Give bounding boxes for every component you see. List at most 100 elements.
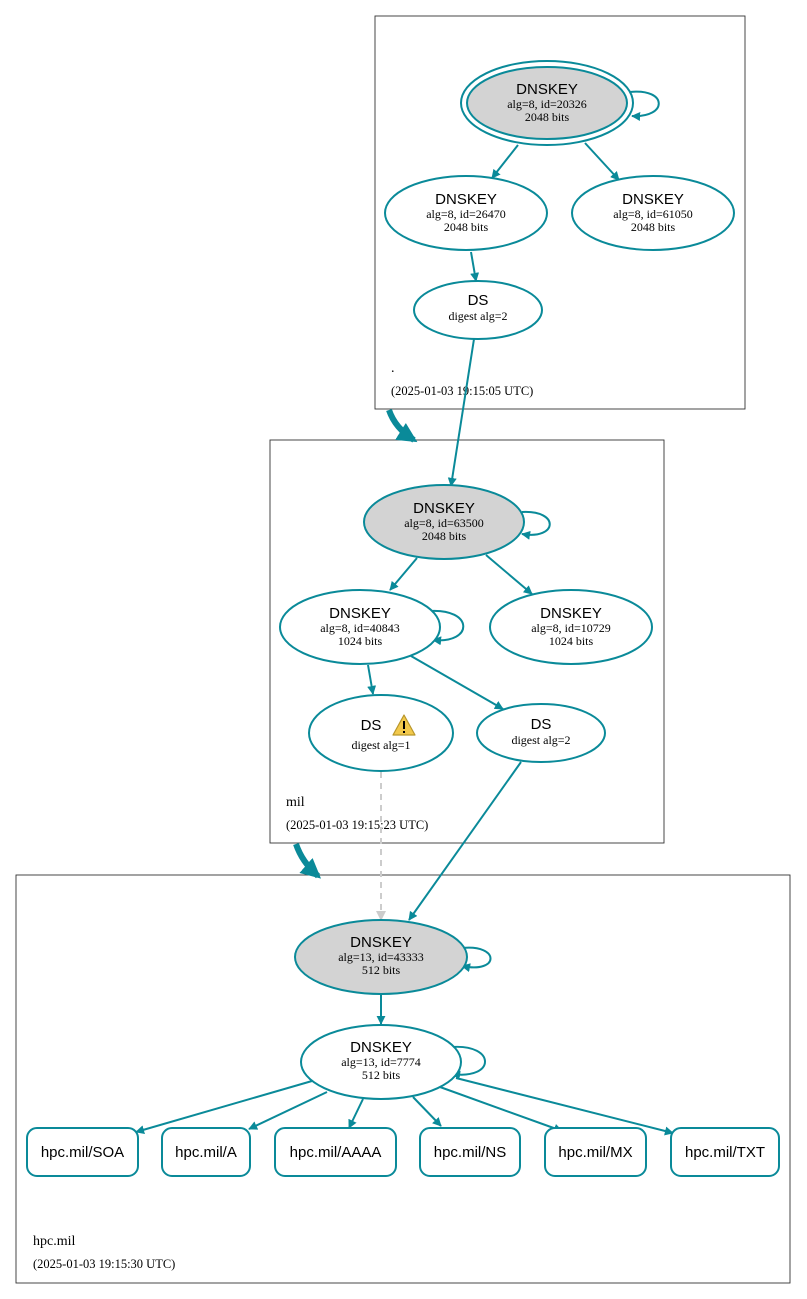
- mil-zsk1-line1: alg=8, id=40843: [320, 621, 400, 635]
- record-ns-label: hpc.mil/NS: [434, 1144, 507, 1161]
- edge-mil-ds2-hpc-ksk: [408, 761, 522, 921]
- edge-hpc-zsk-mx: [439, 1086, 563, 1133]
- record-a-label: hpc.mil/A: [175, 1144, 237, 1161]
- mil-ksk-title: DNSKEY: [413, 500, 475, 517]
- hpc-zsk-ellipse: [300, 1024, 462, 1100]
- edge-hpc-zsk-aaaa: [348, 1098, 364, 1129]
- root-zsk2-node[interactable]: DNSKEY alg=8, id=61050 2048 bits: [571, 175, 735, 251]
- root-ksk-node[interactable]: DNSKEY alg=8, id=20326 2048 bits: [460, 60, 634, 146]
- mil-ksk-ellipse: [363, 484, 525, 560]
- hpc-zsk-title: DNSKEY: [350, 1039, 412, 1056]
- mil-zsk2-title: DNSKEY: [540, 605, 602, 622]
- mil-zsk2-node[interactable]: DNSKEY alg=8, id=10729 1024 bits: [489, 589, 653, 665]
- zone-hpc-timestamp: (2025-01-03 19:15:30 UTC): [33, 1257, 175, 1271]
- root-ksk-outer-ring: [460, 60, 634, 146]
- mil-ds2-ellipse: [476, 703, 606, 763]
- root-ksk-line2: 2048 bits: [525, 110, 570, 124]
- record-mx-label: hpc.mil/MX: [558, 1144, 632, 1161]
- edge-root-zsk1-ds: [470, 251, 480, 282]
- edge-mil-zsk1-ds1: [367, 664, 377, 695]
- hpc-ksk-node[interactable]: DNSKEY alg=13, id=43333 512 bits: [294, 919, 468, 995]
- hpc-zsk-line1: alg=13, id=7774: [341, 1055, 421, 1069]
- record-a-box: [161, 1127, 251, 1177]
- record-soa-label: hpc.mil/SOA: [41, 1144, 124, 1161]
- zone-root-timestamp: (2025-01-03 19:15:05 UTC): [391, 384, 533, 398]
- hpc-zsk-line2: 512 bits: [362, 1068, 401, 1082]
- zone-root: . (2025-01-03 19:15:05 UTC): [374, 15, 746, 410]
- root-ds-node[interactable]: DS digest alg=2: [413, 280, 543, 340]
- mil-ds2-node[interactable]: DS digest alg=2: [476, 703, 606, 763]
- edge-hpc-zsk-soa: [135, 1080, 313, 1135]
- zone-mil-timestamp: (2025-01-03 19:15:23 UTC): [286, 818, 428, 832]
- mil-zsk1-line2: 1024 bits: [338, 634, 383, 648]
- zone-mil-name: mil: [286, 795, 305, 810]
- zone-root-box: [374, 15, 746, 410]
- record-soa[interactable]: hpc.mil/SOA: [26, 1127, 139, 1177]
- mil-ds2-line1: digest alg=2: [511, 733, 570, 747]
- root-zsk1-node[interactable]: DNSKEY alg=8, id=26470 2048 bits: [384, 175, 548, 251]
- mil-zsk2-line2: 1024 bits: [549, 634, 594, 648]
- mil-zsk1-node[interactable]: DNSKEY alg=8, id=40843 1024 bits: [279, 589, 441, 665]
- mil-ds1-title: DS: [361, 717, 382, 734]
- record-txt[interactable]: hpc.mil/TXT: [670, 1127, 780, 1177]
- record-txt-label: hpc.mil/TXT: [685, 1144, 765, 1161]
- record-soa-box: [26, 1127, 139, 1177]
- edge-mil-zsk1-self: [428, 609, 465, 646]
- warning-icon: [392, 714, 416, 736]
- edge-hpc-zsk-txt: [455, 1077, 674, 1136]
- record-aaaa-label: hpc.mil/AAAA: [290, 1144, 382, 1161]
- edge-mil-zsk1-ds2: [410, 655, 504, 710]
- record-aaaa[interactable]: hpc.mil/AAAA: [274, 1127, 397, 1177]
- zone-hpc: hpc.mil (2025-01-03 19:15:30 UTC): [15, 874, 791, 1284]
- edges: [135, 90, 674, 1136]
- mil-ds1-node[interactable]: DS digest alg=1: [308, 694, 454, 772]
- root-zsk2-ellipse: [571, 175, 735, 251]
- hpc-ksk-ellipse: [294, 919, 468, 995]
- record-a[interactable]: hpc.mil/A: [161, 1127, 251, 1177]
- edge-mil-ksk-zsk2: [485, 554, 533, 595]
- edge-root-ksk-self: [629, 90, 660, 121]
- root-zsk1-line2: 2048 bits: [444, 220, 489, 234]
- hpc-ksk-title: DNSKEY: [350, 934, 412, 951]
- root-zsk2-title: DNSKEY: [622, 191, 684, 208]
- mil-ksk-line1: alg=8, id=63500: [404, 516, 484, 530]
- root-ksk-ellipse: [466, 66, 628, 140]
- zone-hpc-box: [15, 874, 791, 1284]
- edge-mil-ksk-zsk1: [389, 557, 418, 591]
- mil-zsk2-line1: alg=8, id=10729: [531, 621, 611, 635]
- delegation-root-to-mil: [386, 408, 418, 443]
- mil-ds1-line1: digest alg=1: [351, 738, 410, 752]
- root-ksk-title: DNSKEY: [516, 81, 578, 98]
- edge-hpc-zsk-self: [451, 1045, 486, 1080]
- edge-hpc-zsk-a: [248, 1091, 328, 1130]
- record-ns[interactable]: hpc.mil/NS: [419, 1127, 521, 1177]
- edge-hpc-ksk-self: [461, 946, 492, 973]
- mil-ds1-ellipse: [308, 694, 454, 772]
- root-zsk2-line2: 2048 bits: [631, 220, 676, 234]
- zone-mil: mil (2025-01-03 19:15:23 UTC): [269, 439, 665, 844]
- zone-hpc-name: hpc.mil: [33, 1234, 75, 1249]
- zone-root-name: .: [391, 361, 395, 376]
- hpc-zsk-node[interactable]: DNSKEY alg=13, id=7774 512 bits: [300, 1024, 462, 1100]
- delegation-mil-to-hpc: [293, 842, 322, 879]
- mil-ksk-node[interactable]: DNSKEY alg=8, id=63500 2048 bits: [363, 484, 525, 560]
- hpc-ksk-line2: 512 bits: [362, 963, 401, 977]
- edge-mil-ksk-self: [521, 510, 551, 540]
- record-mx[interactable]: hpc.mil/MX: [544, 1127, 647, 1177]
- record-txt-box: [670, 1127, 780, 1177]
- root-zsk1-line1: alg=8, id=26470: [426, 207, 506, 221]
- root-ds-line1: digest alg=2: [448, 309, 507, 323]
- record-mx-box: [544, 1127, 647, 1177]
- root-ds-title: DS: [468, 292, 489, 309]
- edge-root-ds-mil-ksk: [447, 338, 475, 487]
- zone-mil-box: [269, 439, 665, 844]
- mil-zsk2-ellipse: [489, 589, 653, 665]
- hpc-ksk-line1: alg=13, id=43333: [338, 950, 424, 964]
- edge-hpc-zsk-ns: [412, 1096, 442, 1127]
- mil-zsk1-title: DNSKEY: [329, 605, 391, 622]
- mil-ds2-title: DS: [531, 716, 552, 733]
- root-zsk1-ellipse: [384, 175, 548, 251]
- mil-zsk1-ellipse: [279, 589, 441, 665]
- mil-ksk-line2: 2048 bits: [422, 529, 467, 543]
